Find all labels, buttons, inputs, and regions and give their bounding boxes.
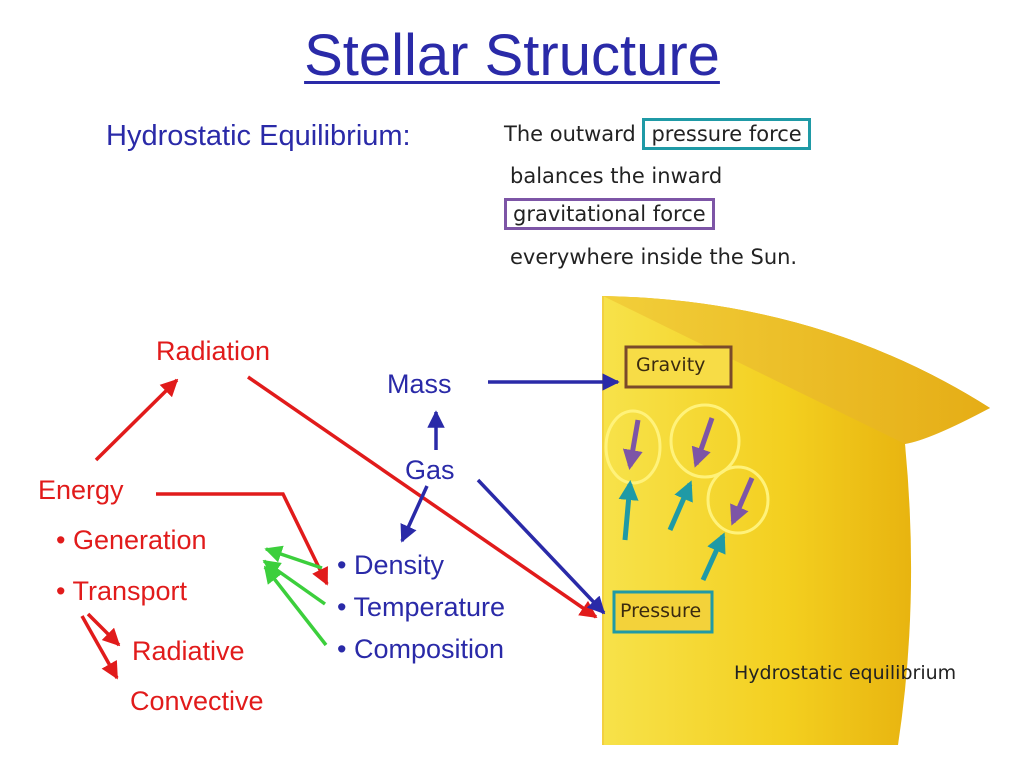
gas-label: Gas	[405, 455, 455, 485]
composition-label: • Composition	[337, 634, 505, 664]
pressure-arrow-1	[618, 480, 639, 541]
pressure-arrow-2	[667, 480, 693, 531]
definition-line-1-text: The outward	[504, 122, 636, 146]
generation-label: • Generation	[56, 525, 207, 555]
energy-label: Energy	[38, 475, 124, 505]
pressure-force-box: pressure force	[642, 118, 811, 150]
pressure-box	[612, 590, 714, 634]
gravity-arrow-2	[691, 417, 715, 468]
arrow-transport-to-radiative	[86, 612, 121, 647]
temperature-label: • Temperature	[337, 592, 506, 622]
convective-label: Convective	[130, 686, 264, 716]
hydrostatic-equilibrium-label: Hydrostatic Equilibrium:	[106, 120, 411, 152]
radiative-label: Radiative	[132, 636, 245, 666]
gravity-arrow-3	[730, 477, 755, 526]
radiation-label: Radiation	[156, 336, 271, 366]
arrow-density-to-generation	[264, 545, 323, 570]
pressure-label: Pressure	[620, 600, 702, 622]
gas-parcel-2	[669, 403, 741, 479]
definition-line-4: everywhere inside the Sun.	[510, 245, 798, 269]
density-label: • Density	[337, 550, 444, 580]
definition-line-2: balances the inward	[510, 164, 723, 188]
gravitational-force-box: gravitational force	[504, 198, 715, 230]
gas-parcel-3	[706, 465, 770, 535]
slide-title: Stellar Structure	[304, 23, 720, 88]
arrow-energy-to-density	[156, 492, 329, 586]
gravity-arrow-1	[622, 419, 643, 470]
transport-label: • Transport	[56, 576, 188, 606]
arrow-gas-to-density	[400, 485, 429, 543]
arrow-composition-to-generation	[263, 565, 328, 647]
mass-label: Mass	[387, 369, 452, 399]
diagram-caption: Hydrostatic equilibrium	[734, 662, 957, 684]
arrow-gas-to-pressure	[476, 478, 606, 615]
gravity-box	[624, 345, 733, 389]
definition-line-3: gravitational force	[504, 198, 715, 230]
arrow-transport-to-convective	[80, 615, 119, 680]
arrow-energy-to-radiation	[94, 378, 179, 462]
gravity-label: Gravity	[636, 354, 706, 376]
definition-line-1: The outward pressure force	[504, 118, 811, 150]
pressure-arrow-3	[700, 532, 726, 582]
